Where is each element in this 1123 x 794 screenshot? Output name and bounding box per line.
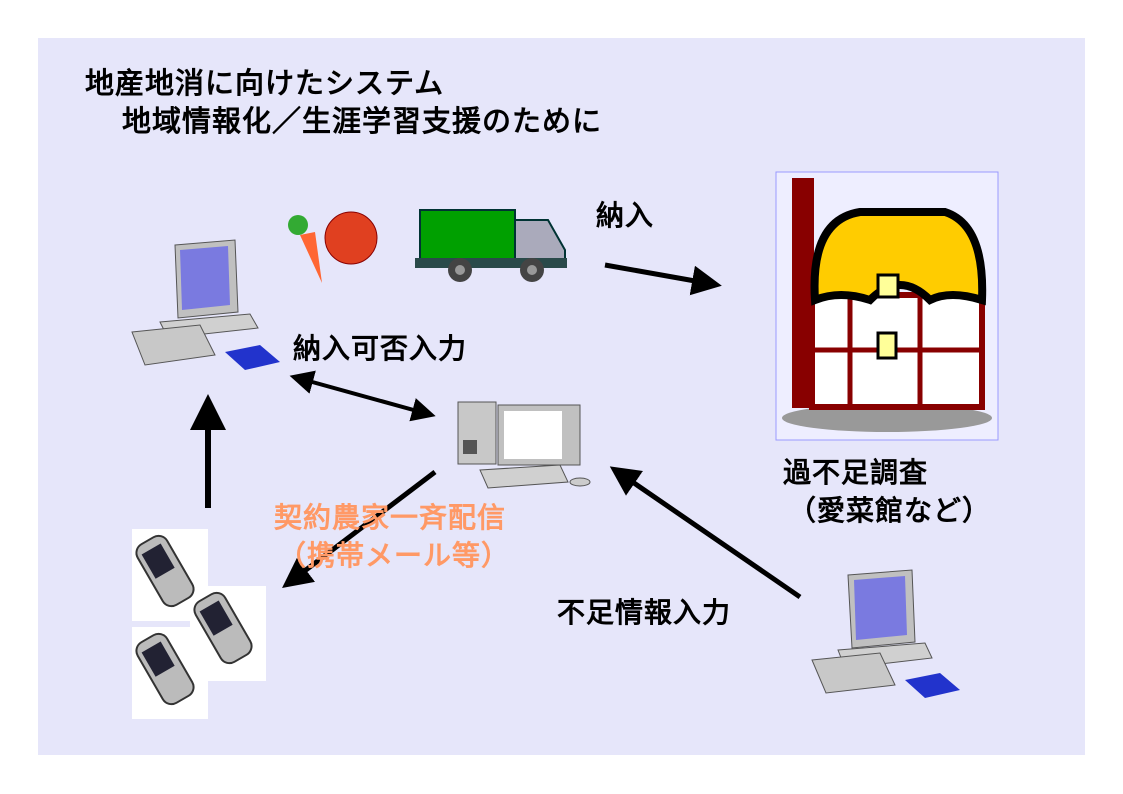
farmer-computer-icon bbox=[131, 239, 280, 370]
truck-icon bbox=[415, 209, 567, 282]
label-delivery-input: 納入可否入力 bbox=[293, 332, 468, 365]
label-survey-sub: （愛菜館など） bbox=[788, 494, 992, 527]
shop-computer-icon bbox=[811, 569, 960, 698]
arrow-delivery bbox=[604, 262, 722, 296]
arrow-broadcast bbox=[282, 470, 437, 589]
arrow-shortage bbox=[609, 466, 802, 600]
mobile-phones-icon bbox=[132, 529, 266, 719]
title-line-1: 地産地消に向けたシステム bbox=[85, 66, 445, 100]
label-broadcast-sub: （携帯メール等） bbox=[278, 539, 511, 572]
title-line-2: 地域情報化／生涯学習支援のために bbox=[122, 104, 603, 138]
arrow-bidirectional bbox=[289, 370, 436, 422]
label-delivery: 納入 bbox=[596, 199, 655, 232]
label-survey: 過不足調査 bbox=[783, 456, 929, 489]
server-computer-icon bbox=[457, 401, 591, 489]
shop-house-icon bbox=[775, 171, 999, 441]
label-broadcast: 契約農家一斉配信 bbox=[274, 501, 507, 534]
vegetables-icon bbox=[288, 211, 378, 283]
label-shortage-input: 不足情報入力 bbox=[557, 596, 732, 629]
